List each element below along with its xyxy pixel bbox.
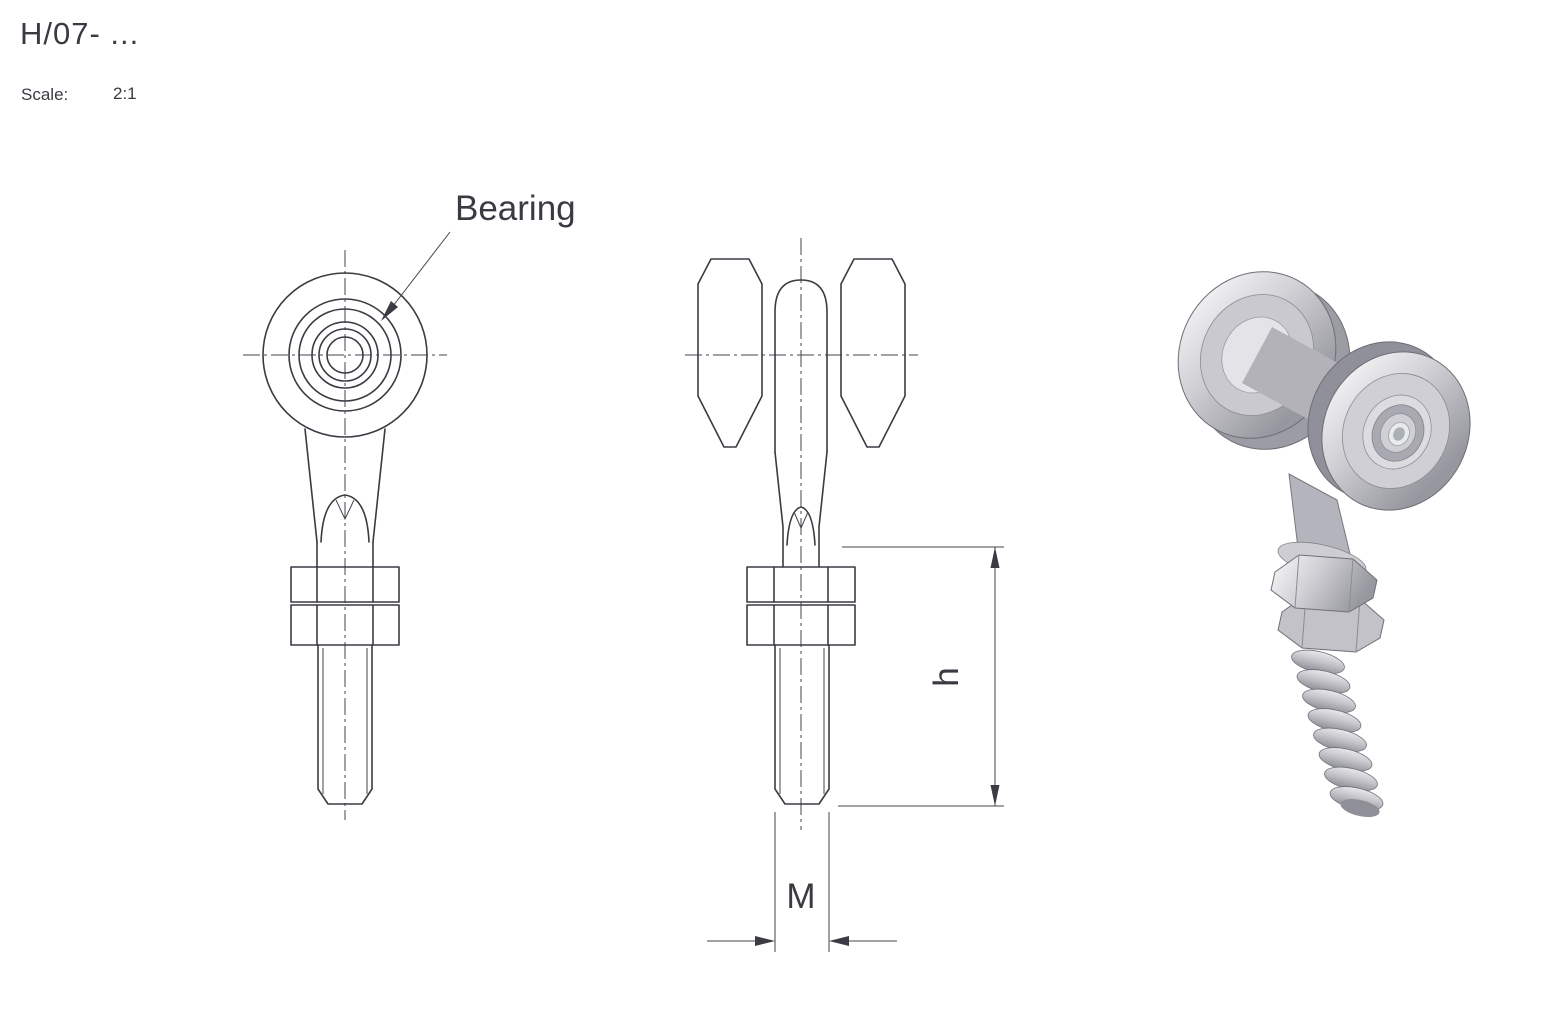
threaded-stud-front: [317, 644, 373, 805]
wheel-groove-circle-inner: [298, 308, 392, 402]
dim-h-label: h: [927, 667, 966, 686]
dim-m-label: M: [786, 877, 815, 916]
hex-nut-upper-front: [290, 566, 400, 603]
scale-value: 2:1: [113, 84, 137, 103]
wheel-outer-circle: [262, 272, 428, 438]
dim-m-arrow-right: [829, 936, 849, 946]
side-view: h M: [685, 238, 1004, 952]
bore-circle: [326, 336, 364, 374]
wheel-groove-circle-outer: [288, 298, 402, 412]
dim-h-arrow-bottom: [990, 785, 1000, 806]
wheel-circles: [262, 272, 428, 438]
bearing-leader-arrow: [381, 301, 398, 321]
bearing-label: Bearing: [455, 189, 576, 228]
hex-nut-upper-side: [746, 566, 856, 603]
hex-nut-lower-front: [290, 604, 400, 646]
iso-threaded-stud: [1291, 649, 1384, 818]
side-wheel-left: [697, 258, 763, 448]
iso-nut-upper: [1270, 554, 1378, 613]
threaded-stud-side: [774, 644, 830, 805]
bearing-inner-circle: [318, 328, 372, 382]
shank-front: [304, 428, 386, 568]
bearing-outer-circle: [311, 321, 379, 389]
side-wheel-right: [840, 258, 906, 448]
scale-label: Scale:: [21, 85, 69, 104]
dim-h-arrow-top: [990, 547, 1000, 568]
iso-bearing: [1362, 394, 1432, 470]
hex-nut-lower-side: [746, 604, 856, 646]
dimension-h: h: [838, 546, 1004, 807]
front-view: Bearing: [243, 189, 576, 820]
dimension-m: M: [707, 812, 897, 952]
side-center-body: [774, 279, 828, 568]
drawing-title: H/07- ...: [20, 16, 140, 51]
dim-m-arrow-left: [755, 936, 775, 946]
iso-front-wheel: [1307, 341, 1471, 511]
isometric-view: [1177, 271, 1471, 818]
